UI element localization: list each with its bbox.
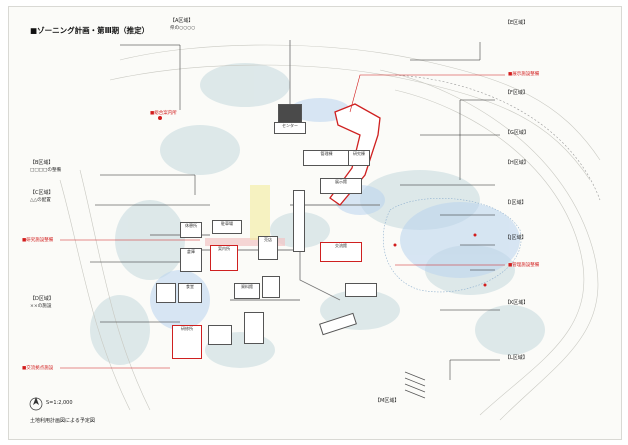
callout-d-body: ××の施設 (30, 304, 52, 309)
callout-e: 【E区域】 (505, 20, 529, 26)
building-exchange: 交流館 (320, 242, 362, 262)
lake-loop (383, 198, 522, 293)
callout-c-body: △△の配置 (30, 198, 51, 203)
callout-a-body: 県の○○○○ (170, 26, 196, 31)
footer-note: 土地利用計画図による予定図 (30, 418, 95, 424)
callout-f: 【F区域】 (505, 90, 528, 96)
callout-b-body: □□□□の整備 (30, 168, 62, 173)
red-label-research: ■研究施設整備 (22, 238, 54, 243)
building-corridor (293, 190, 305, 252)
building-small-a (208, 325, 232, 345)
yellow-band (250, 185, 270, 240)
site-boundary (394, 74, 601, 201)
building-small-b (244, 312, 264, 344)
building-archive: 資料館 (234, 283, 260, 299)
building-small-e (156, 283, 176, 303)
callout-k: 【K区域】 (505, 300, 529, 306)
building-rest: 休憩所 (180, 222, 202, 238)
callout-m: 【M区域】 (375, 398, 400, 404)
building-info: 案内所 (210, 245, 238, 271)
building-center-label: センター (274, 122, 306, 134)
crescent-facility (329, 103, 381, 206)
building-training: 研修所 (172, 325, 202, 359)
callout-i: 【I区域】 (505, 200, 527, 206)
red-markers (158, 116, 487, 287)
red-label-info: ■総合案内所 (150, 111, 177, 116)
north-arrow-icon (29, 397, 43, 411)
callout-j: 【J区域】 (505, 235, 527, 241)
pink-band (205, 238, 285, 246)
red-label-exhibit: ■展示施設整備 (508, 72, 540, 77)
page-title: ■ゾーニング計画・第Ⅲ期（推定） (30, 26, 150, 35)
red-label-admin: ■管理施設整備 (508, 263, 540, 268)
callout-l: 【L区域】 (505, 355, 528, 361)
building-shop: 売店 (258, 236, 278, 260)
red-label-exchange: ■交流拠点施設 (22, 366, 54, 371)
callout-g: 【G区域】 (505, 130, 529, 136)
scale-text: S=1:2,000 (46, 400, 73, 406)
parking-stripes (404, 371, 426, 399)
building-center (278, 104, 302, 124)
building-admin: 管理棟 (303, 150, 350, 166)
callout-b-title: 【B区域】 (30, 160, 54, 166)
building-small-c (345, 283, 377, 297)
callout-h: 【H区域】 (505, 160, 529, 166)
building-cafeteria: 食堂 (178, 283, 202, 303)
building-exhibit: 展示館 (320, 178, 362, 194)
building-small-f (262, 276, 280, 298)
building-parking: 駐車場 (212, 220, 242, 234)
contours (59, 44, 601, 421)
callout-d-title: 【D区域】 (30, 296, 54, 302)
callout-c-title: 【C区域】 (30, 190, 54, 196)
building-storage: 倉庫 (180, 248, 202, 272)
callout-a-title: 【A区域】 (170, 18, 194, 24)
leader-lines (90, 42, 500, 380)
red-leaders (60, 74, 505, 369)
building-research: 研究棟 (348, 150, 370, 166)
